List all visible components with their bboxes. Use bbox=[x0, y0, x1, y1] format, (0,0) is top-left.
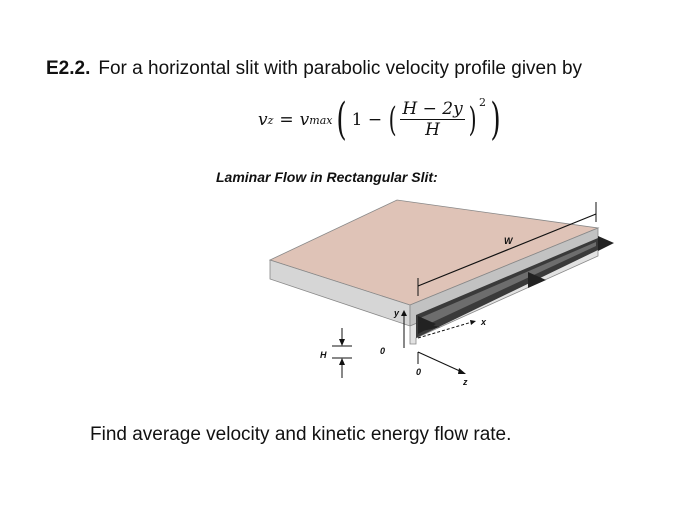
eq-lhs-var: v bbox=[258, 110, 268, 130]
x-axis-label: x bbox=[480, 317, 487, 327]
z-axis-arrow bbox=[458, 368, 466, 374]
slit-channel-highlight bbox=[420, 242, 596, 328]
h-dim-upper-arrow bbox=[339, 339, 345, 346]
eq-rhs-sub: max bbox=[309, 113, 333, 127]
y-axis-arrow bbox=[401, 310, 407, 316]
problem-number: E2.2. bbox=[46, 58, 91, 79]
origin-label-2: 0 bbox=[416, 367, 421, 377]
eq-lhs-sub: z bbox=[267, 113, 274, 127]
eq-inner-paren-left: ( bbox=[388, 100, 397, 140]
h-dim-lower-arrow bbox=[339, 358, 345, 365]
width-dimension-line bbox=[417, 213, 597, 287]
eq-equals: = bbox=[279, 110, 294, 130]
question-text: Find average velocity and kinetic energy… bbox=[90, 424, 512, 445]
eq-exponent: 2 bbox=[478, 96, 486, 109]
width-label: W bbox=[504, 236, 514, 246]
y-axis-label: y bbox=[393, 308, 400, 318]
x-axis-line bbox=[417, 321, 473, 339]
velocity-profile-front bbox=[418, 316, 440, 334]
eq-denominator: H bbox=[425, 119, 440, 140]
velocity-profile-back bbox=[598, 236, 614, 251]
eq-rhs-var: v bbox=[299, 110, 310, 130]
height-label: H bbox=[320, 350, 327, 360]
velocity-profile-middle bbox=[528, 272, 546, 288]
eq-inner-paren-right: ) bbox=[468, 100, 477, 140]
problem-statement: E2.2. For a horizontal slit with paraboli… bbox=[46, 58, 582, 80]
eq-outer-paren-right: ) bbox=[490, 94, 501, 145]
problem-text: For a horizontal slit with parabolic vel… bbox=[98, 58, 583, 79]
z-axis-line bbox=[417, 351, 463, 373]
x-axis-arrow bbox=[470, 320, 476, 325]
origin-label-1: 0 bbox=[380, 346, 385, 356]
z-axis-label: z bbox=[462, 377, 468, 387]
eq-numerator: H − 2y bbox=[400, 98, 465, 120]
figure-title: Laminar Flow in Rectangular Slit: bbox=[216, 169, 438, 185]
eq-fraction: H − 2y H bbox=[400, 98, 465, 140]
eq-one-minus: 1 − bbox=[351, 110, 383, 130]
eq-outer-paren-left: ( bbox=[336, 94, 348, 145]
